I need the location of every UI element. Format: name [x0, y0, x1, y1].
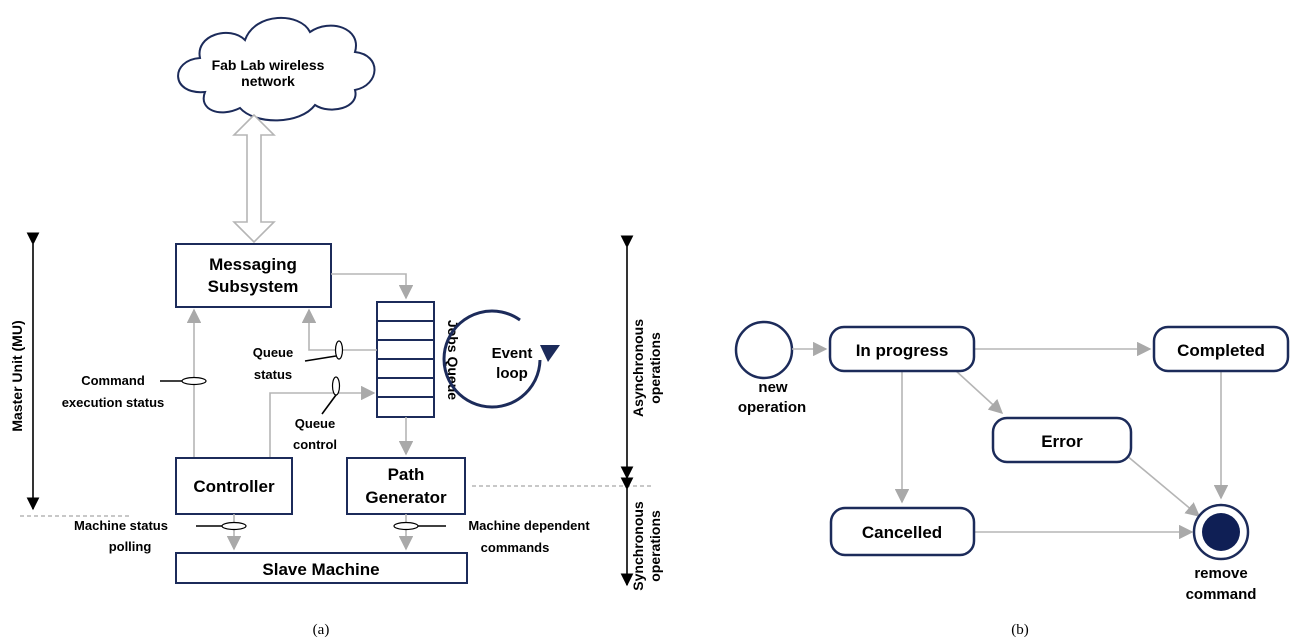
diagram-a: Fab Lab wireless network Messaging Subsy…	[9, 17, 663, 638]
caption-b: (b)	[1011, 622, 1029, 638]
event-loop-arrowhead	[540, 345, 560, 362]
controller-label: Controller	[193, 477, 275, 496]
queue-status-label-2: status	[254, 367, 292, 382]
arrow-messaging-to-queue	[331, 273, 414, 300]
queue-control-marker	[331, 376, 341, 396]
final-state-dot	[1202, 513, 1240, 551]
path-generator-label-1: Path	[388, 465, 425, 484]
machine-status-label-1: Machine status	[74, 518, 168, 533]
remove-command-label-2: command	[1186, 586, 1257, 603]
state-error	[991, 416, 1133, 464]
queue-control-label-1: Queue	[295, 416, 335, 431]
machine-dependent-label-1: Machine dependent	[468, 518, 590, 533]
queue-control-label-2: control	[293, 437, 337, 452]
queue-control-leader	[321, 394, 337, 415]
path-generator-label-2: Generator	[365, 488, 447, 507]
edge-inprogress-to-error	[954, 369, 1004, 414]
path-generator-box	[346, 457, 466, 515]
command-status-label-1: Command	[81, 373, 145, 388]
event-loop-label-2: loop	[496, 365, 528, 382]
messaging-label-2: Subsystem	[208, 277, 299, 296]
initial-state	[734, 320, 794, 380]
messaging-label-1: Messaging	[209, 255, 297, 274]
cancelled-label: Cancelled	[862, 523, 942, 542]
sync-label-line1: Synchronous	[630, 501, 646, 591]
queue-status-leader	[304, 355, 337, 362]
messaging-subsystem-box	[175, 243, 332, 308]
async-label-line1: Asynchronous	[630, 319, 646, 417]
sync-label-line2: operations	[647, 510, 663, 582]
error-label: Error	[1041, 432, 1083, 451]
cloud-label-1: Fab Lab wireless	[212, 57, 325, 73]
arrow-queue-status	[301, 308, 377, 351]
machine-dependent-marker	[393, 521, 419, 531]
cloud-shape	[177, 17, 376, 122]
diagram-b: new operation In progress Completed Erro…	[734, 320, 1290, 638]
event-loop-arc	[442, 309, 542, 409]
machine-status-label-2: polling	[109, 539, 152, 554]
in-progress-label: In progress	[856, 341, 949, 360]
state-cancelled	[829, 506, 976, 557]
queue-status-label-1: Queue	[253, 345, 293, 360]
machine-dependent-label-2: commands	[481, 540, 550, 555]
edge-error-to-remove	[1125, 454, 1201, 517]
new-operation-label-2: operation	[738, 399, 806, 416]
jobs-queue-box	[376, 301, 435, 418]
event-loop-label-1: Event	[492, 345, 533, 362]
completed-label: Completed	[1177, 341, 1265, 360]
queue-status-marker	[334, 340, 344, 360]
state-completed	[1152, 325, 1290, 373]
new-operation-label-1: new	[758, 379, 788, 396]
state-in-progress	[828, 325, 976, 373]
async-label-line2: operations	[647, 332, 663, 404]
arrow-queue-control	[269, 385, 376, 458]
bidirectional-hollow-arrow	[232, 113, 276, 244]
machine-status-marker	[221, 521, 247, 531]
cloud-label-2: network	[241, 73, 295, 89]
slave-machine-label: Slave Machine	[262, 560, 379, 579]
remove-command-label-1: remove	[1194, 565, 1247, 582]
master-unit-label: Master Unit (MU)	[9, 320, 25, 431]
slave-machine-box	[175, 552, 468, 584]
command-status-label-2: execution status	[62, 395, 165, 410]
command-status-marker	[181, 376, 207, 386]
caption-a: (a)	[313, 622, 330, 638]
